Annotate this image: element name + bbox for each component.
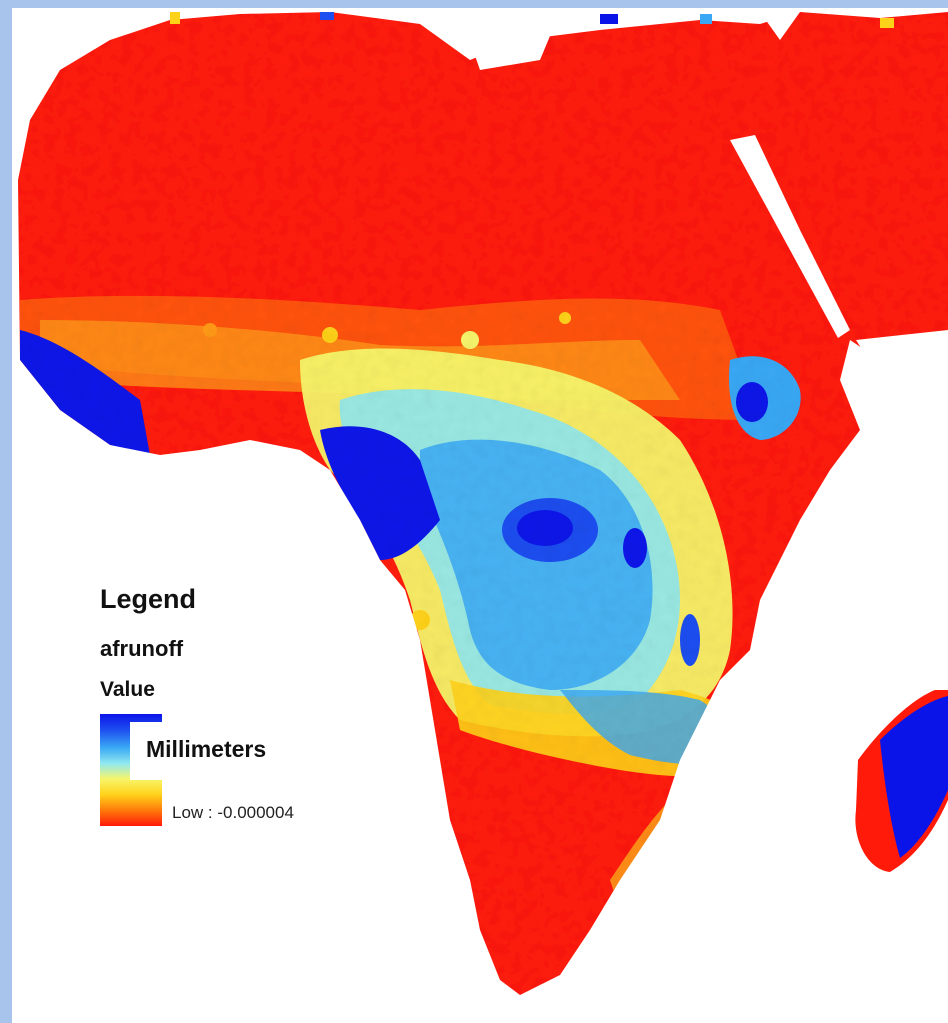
legend-low-label: Low : -0.000004 — [172, 803, 294, 822]
legend-layer-name: afrunoff — [100, 636, 184, 661]
legend-units-label: Millimeters — [146, 736, 267, 762]
legend-field-name: Value — [100, 678, 155, 701]
map-top-border — [0, 0, 948, 8]
legend-title: Legend — [100, 584, 197, 614]
legend-units-box — [130, 722, 348, 780]
map-left-border — [0, 0, 12, 1023]
